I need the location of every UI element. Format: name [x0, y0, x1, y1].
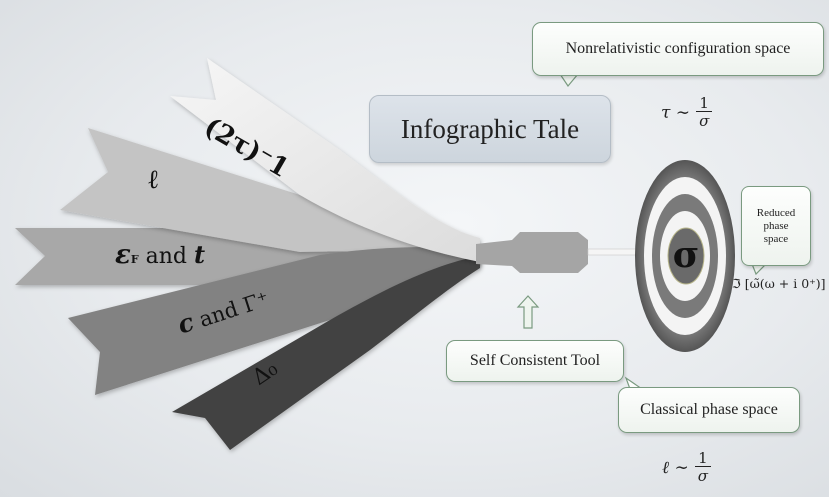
page-title: Infographic Tale	[369, 95, 611, 163]
nonrelativistic-callout: Nonrelativistic configuration space	[532, 22, 824, 76]
formula-tau-num: 1	[699, 94, 709, 112]
formula-ell-lhs: ℓ ∼	[662, 457, 689, 478]
tool-handle	[476, 232, 588, 273]
ribbon-relaxation-rate	[170, 58, 480, 262]
ribbon-label-eps: εF and t	[115, 240, 205, 270]
up-arrow-icon	[516, 295, 540, 329]
reduced-line-3: space	[763, 232, 789, 245]
formula-tau-lhs: τ ∼	[661, 102, 691, 123]
eps-and: and	[138, 244, 194, 269]
formula-ell-num: 1	[698, 449, 708, 467]
eps-symbol: ε	[115, 240, 131, 270]
reduced-line-2: phase	[763, 219, 789, 232]
target-sigma: σ	[672, 234, 700, 276]
eps-subscript: F	[130, 253, 139, 266]
tool-callout: Self Consistent Tool	[446, 340, 624, 382]
ribbon-speed-gamma	[68, 247, 480, 395]
formula-ell-den: σ	[694, 466, 711, 485]
reduced-callout: Reduced phase space	[741, 186, 811, 266]
formula-tau-den: σ	[696, 111, 713, 130]
formula-imaginary: ℑ [ω̃(ω + i 0⁺)]	[732, 276, 826, 291]
reduced-line-1: Reduced	[756, 206, 796, 219]
eps-t: t	[193, 240, 206, 269]
ribbon-delta-zero	[172, 256, 480, 450]
classical-callout: Classical phase space	[618, 387, 800, 433]
target	[635, 160, 735, 352]
